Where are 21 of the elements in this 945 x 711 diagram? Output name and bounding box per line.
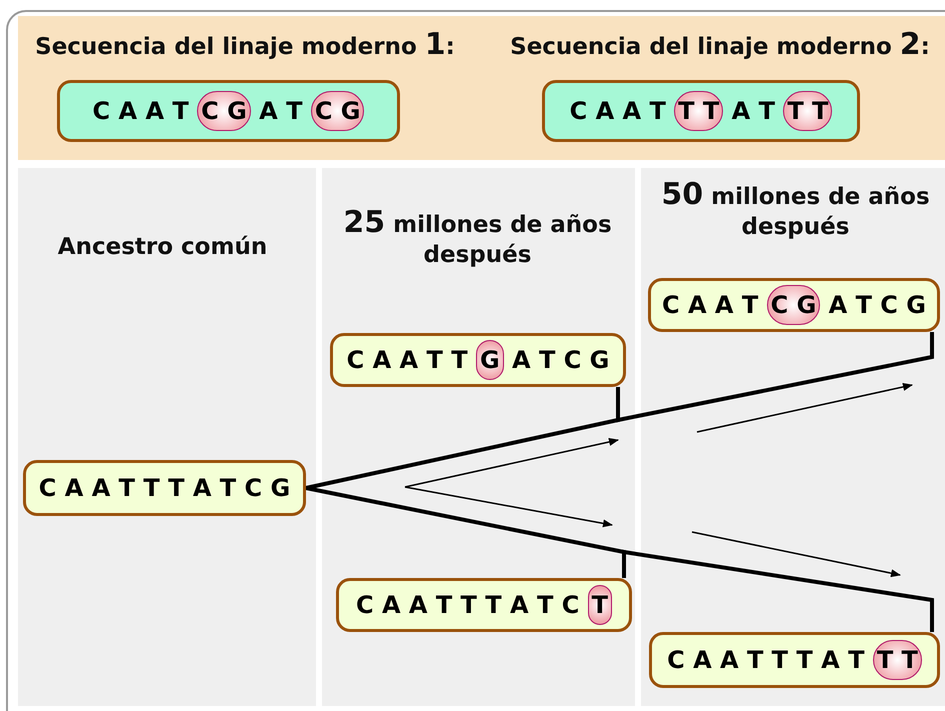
heading-text: Ancestro común xyxy=(56,233,268,262)
tree-branch-line xyxy=(616,332,934,422)
heading-text: 50 millones de años después xyxy=(660,180,931,242)
heading-text: 25 millones de años después xyxy=(342,208,613,270)
dna-sequence: C A A T T G A T C G xyxy=(346,340,610,380)
tree-branch-line xyxy=(622,550,934,632)
heading-text: Secuencia del linaje moderno 2: xyxy=(509,30,931,62)
dna-sequence: C A A T T T A T T T xyxy=(667,640,922,680)
sequence-box xyxy=(649,632,940,688)
dna-sequence: C A A T T T A T T T xyxy=(570,91,832,131)
sequence-box xyxy=(330,333,626,387)
heading-text: Secuencia del linaje moderno 1: xyxy=(34,30,456,62)
sequence-box xyxy=(542,80,860,142)
dna-sequence: C A A T T T A T C T xyxy=(356,585,612,625)
sequence-box xyxy=(336,578,632,632)
dna-sequence: C A A T C G A T C G xyxy=(662,285,926,325)
sequence-box xyxy=(648,278,940,332)
dna-sequence: C A A T C G A T C G xyxy=(92,91,364,131)
dna-sequence: C A A T T T A T C G xyxy=(38,473,290,504)
sequence-box xyxy=(57,80,400,142)
sequence-box xyxy=(23,460,306,516)
